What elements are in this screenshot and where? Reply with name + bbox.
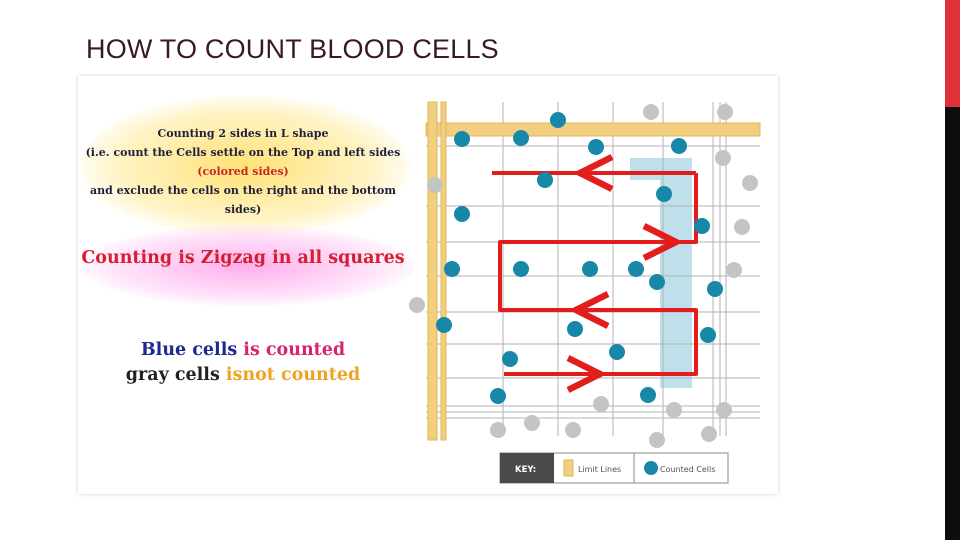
- l-shape-rule-line-4: and exclude the cells on the right and t…: [90, 184, 396, 216]
- key-label: KEY:: [515, 465, 536, 475]
- blue-cells-label: Blue cells: [140, 340, 238, 360]
- pink-glow-highlight: [80, 226, 415, 306]
- l-shape-rule: Counting 2 sides in L shape (i.e. count …: [78, 124, 408, 219]
- l-shape-rule-line-1: Counting 2 sides in L shape: [157, 127, 329, 140]
- is-counted-label: is counted: [237, 340, 346, 360]
- excluded-cells: [409, 104, 758, 448]
- gray-cells-label: gray cells: [125, 365, 226, 385]
- limit-lines: [425, 101, 761, 441]
- key-box: KEY: Limit Lines Counted Cells: [499, 452, 729, 484]
- cell-counting-picture: Counting 2 sides in L shape (i.e. count …: [78, 76, 778, 494]
- counted-label: counted: [274, 365, 361, 385]
- accent-bar-black: [945, 107, 960, 540]
- highlight-tab: [630, 158, 660, 180]
- l-shape-rule-line-2: (i.e. count the Cells settle on the Top …: [85, 146, 401, 159]
- counted-rule: Blue cells is counted gray cells isnot c…: [78, 338, 408, 388]
- zigzag-rule: Counting is Zigzag in all squares: [81, 248, 405, 268]
- counted-rule-line-1: Blue cells is counted: [78, 338, 408, 363]
- isnot-label: isnot: [225, 365, 275, 385]
- l-shape-rule-line-3: (colored sides): [197, 165, 289, 178]
- yellow-glow-highlight: [80, 96, 410, 236]
- accent-bar-red: [945, 0, 960, 107]
- limit-lines-label: Limit Lines: [578, 465, 621, 474]
- counted-cells: [436, 112, 723, 404]
- slide-title: HOW TO COUNT BLOOD CELLS: [86, 34, 499, 64]
- counting-grid-diagram: KEY: Limit Lines Counted Cells: [409, 101, 761, 484]
- counted-rule-line-2: gray cells isnot counted: [78, 363, 408, 388]
- limit-line-swatch: [563, 459, 574, 477]
- counted-cells-label: Counted Cells: [660, 465, 715, 474]
- counted-cell-swatch: [644, 461, 658, 475]
